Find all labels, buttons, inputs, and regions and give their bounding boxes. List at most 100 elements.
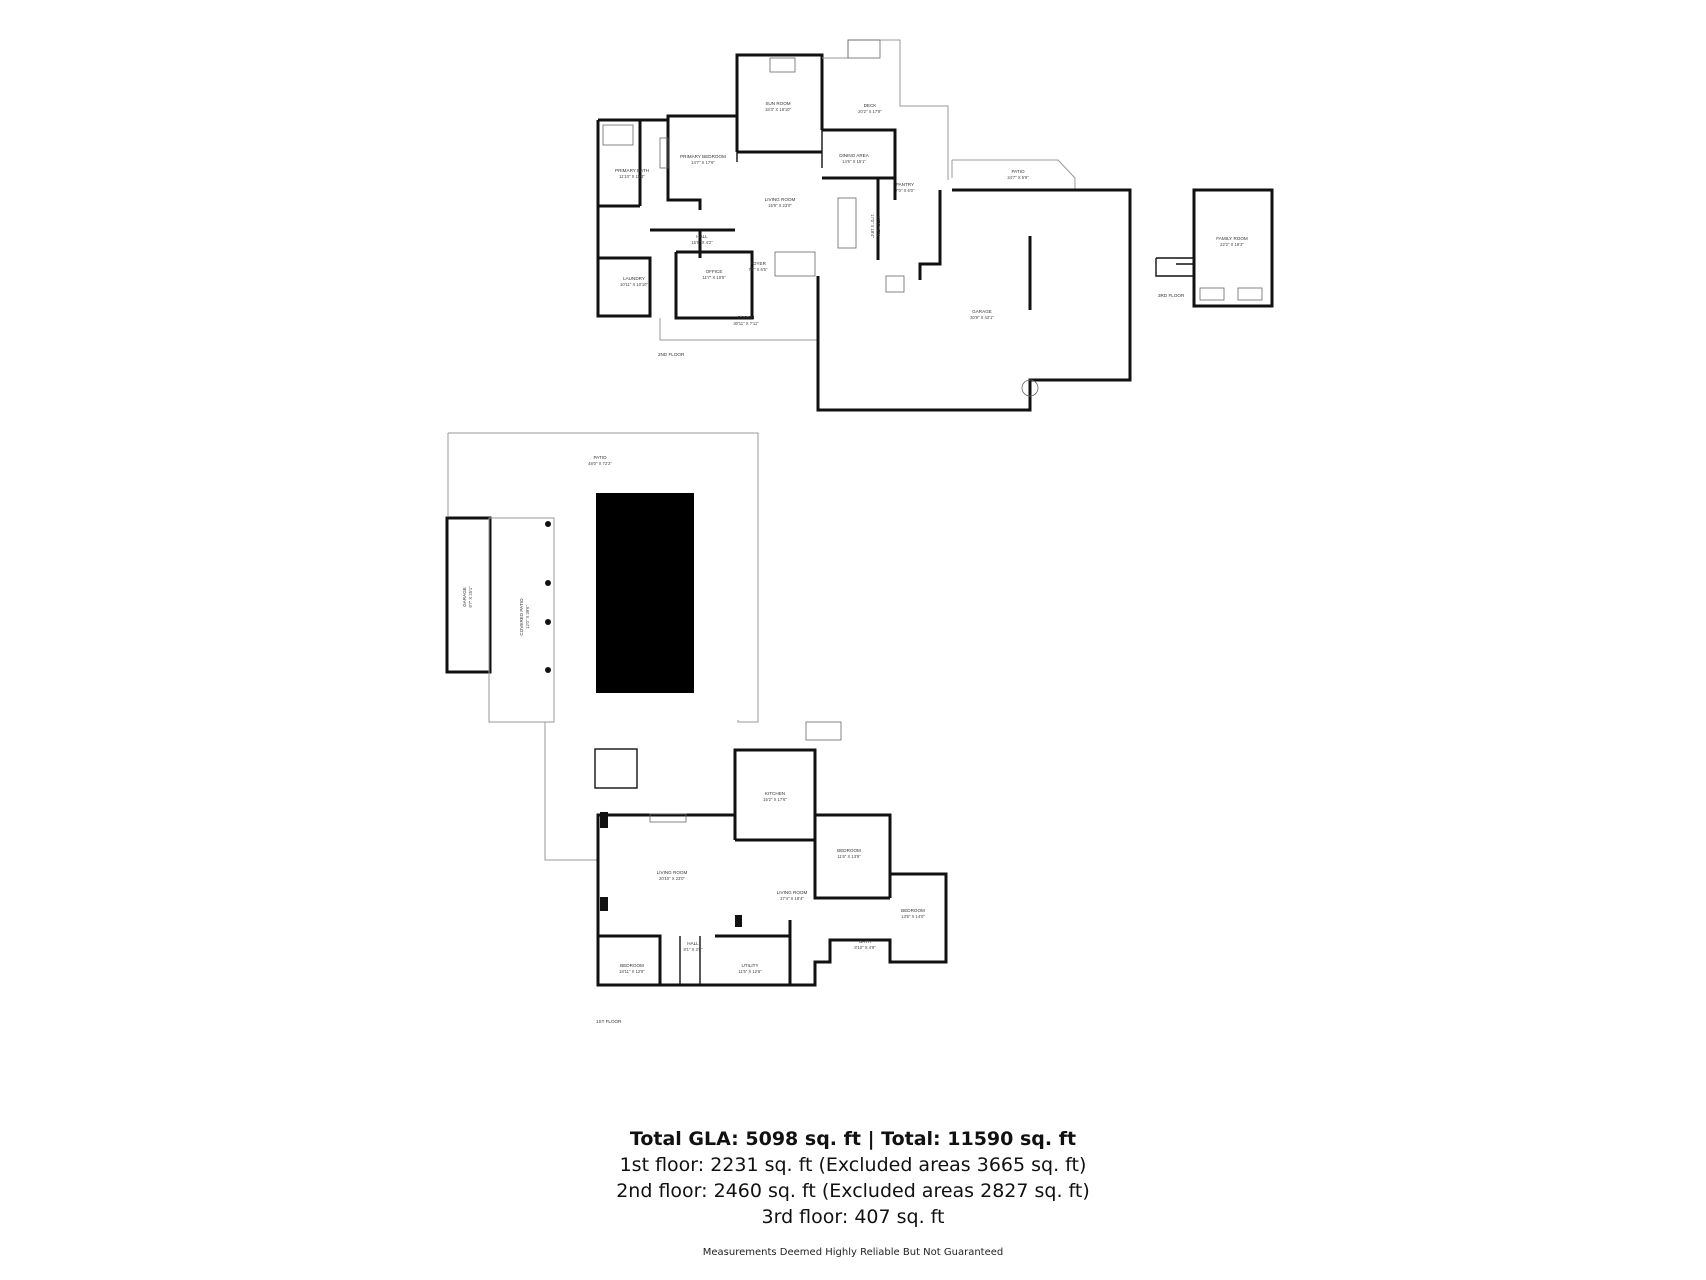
room-dim: 11'6" X 13'9": [837, 854, 861, 859]
room-dim: 7'0" X 6'0": [895, 188, 915, 193]
column-icon-2: [600, 897, 608, 911]
room-dim: 15'2" X 17'6": [763, 797, 787, 802]
hot-tub-outline: [594, 748, 638, 789]
patio-outline: [951, 159, 1076, 190]
room-label: HALL: [696, 234, 708, 239]
window-seat-icon-2: [1237, 287, 1263, 301]
covered-patio-outline: [488, 517, 555, 723]
column-icon: [600, 812, 608, 828]
family-room-walls: [1192, 188, 1274, 308]
disclaimer: Measurements Deemed Highly Reliable But …: [702, 1247, 1004, 1258]
third-floor-stairs: [1155, 257, 1195, 290]
room-label: FOYER: [750, 261, 767, 266]
room-dim: 17'0" X 18'4": [870, 214, 875, 238]
room-dim: 11'7" X 10'5": [702, 275, 726, 280]
fireplace-icon-2: [649, 813, 687, 823]
kitchen-1-walls: [733, 750, 815, 842]
bedroom-a-walls: [813, 815, 892, 900]
room-dim: 48'0" X 72'2": [588, 461, 612, 466]
pool: [596, 493, 694, 693]
room-label: GARAGE: [972, 309, 992, 314]
room-label: BEDROOM: [901, 908, 925, 913]
room-dim: 20'10" X 23'0": [659, 876, 686, 881]
column-icon-3: [735, 915, 742, 927]
fireplace-icon: [769, 57, 796, 73]
vanity-icon: [659, 137, 669, 169]
room-label: BEDROOM: [837, 848, 861, 853]
pool-garage-walls: [445, 516, 492, 674]
room-dim: 24'7" X 5'9": [1007, 175, 1029, 180]
room-dim: 8'10" X 4'9": [854, 945, 876, 950]
room-dim: 12'0" X 39'6": [525, 605, 530, 629]
room-dim: 27'4" X 18'4": [780, 896, 804, 901]
post-icon-2: [545, 580, 551, 586]
floor-tag-second: 2ND FLOOR: [658, 352, 685, 357]
total-area-summary: Total GLA: 5098 sq. ft | Total: 11590 sq…: [629, 1128, 1077, 1150]
second-floor-plan: [596, 39, 1132, 412]
post-icon-4: [545, 667, 551, 673]
room-dim: 14'5" X 15'1": [842, 159, 866, 164]
room-label: PRIMARY BEDROOM: [680, 154, 726, 159]
room-dim: 13'6" X 14'0": [901, 914, 925, 919]
room-dim: 9'7" X 25'1": [468, 586, 473, 608]
floor-tag-first: 1ST FLOOR: [596, 1019, 622, 1024]
room-label: PANTRY: [896, 182, 914, 187]
room-label: COVERED PATIO: [519, 598, 524, 636]
room-dim: 10'11" X 10'10": [620, 282, 649, 287]
deck-stairs-icon: [847, 39, 881, 59]
primary-bath-walls: [598, 120, 642, 208]
living-dining-divider: [736, 130, 823, 168]
floor-tag-third: 3RD FLOOR: [1158, 293, 1185, 298]
room-label: HALL: [687, 941, 699, 946]
pool-patio-outline: [447, 432, 759, 861]
sun-room-walls: [735, 53, 824, 154]
third-floor-plan: [1155, 188, 1274, 308]
bedroom-c-walls: [598, 934, 662, 985]
garage-door-swing-icon: [1021, 379, 1039, 397]
room-dim: 30'8" X 42'1": [970, 315, 994, 320]
room-dim: 20'2" X 17'8": [858, 109, 882, 114]
first-floor-plan: [445, 432, 948, 987]
room-dim: 15'9" X 23'0": [768, 203, 792, 208]
room-label: FAMILY ROOM: [1216, 236, 1248, 241]
third-floor-area: 3rd floor: 407 sq. ft: [761, 1206, 945, 1228]
room-label: BEDROOM: [620, 963, 644, 968]
room-label: LIVING ROOM: [777, 890, 808, 895]
room-label: DECK: [864, 103, 878, 108]
deck-outline: [822, 39, 949, 180]
kitchen-island-icon: [837, 197, 857, 249]
utility-walls: [715, 920, 792, 985]
bathtub-icon: [602, 124, 634, 146]
laundry-walls: [598, 228, 735, 316]
room-label: GARAGE: [462, 587, 467, 607]
room-label: LIVING ROOM: [765, 197, 796, 202]
patio-stairs-icon: [805, 721, 842, 741]
room-label: KITCHEN: [876, 216, 881, 236]
room-label: KITCHEN: [765, 791, 785, 796]
garage-steps-icon: [885, 275, 905, 293]
post-icon: [545, 521, 551, 527]
hall-walls: [679, 936, 701, 985]
first-floor-area: 1st floor: 2231 sq. ft (Excluded areas 3…: [619, 1154, 1087, 1176]
room-label: SUN ROOM: [765, 101, 790, 106]
main-living-walls: [822, 128, 942, 280]
room-dim: 11'10" X 15'3": [619, 174, 645, 179]
primary-wing-walls: [596, 114, 737, 318]
room-dim: 18'11" X 12'6": [619, 969, 645, 974]
room-labels: SUN ROOM 15'3" X 18'10" DECK 20'2" X 17'…: [462, 101, 1248, 1024]
basement-walls: [596, 748, 948, 987]
room-label: UTILITY: [741, 963, 758, 968]
garage-walls: [816, 188, 1132, 412]
room-label: DINING AREA: [839, 153, 870, 158]
room-label: PRIMARY BATH: [615, 168, 649, 173]
room-dim: 8'1" X 3'6": [683, 947, 703, 952]
window-seat-icon: [1199, 287, 1225, 301]
post-icon-3: [545, 619, 551, 625]
room-label: LIVING ROOM: [657, 870, 688, 875]
porch-outline: [659, 276, 819, 341]
room-dim: 15'3" X 18'10": [765, 107, 792, 112]
room-label: BATH: [859, 939, 871, 944]
room-dim: 7'3" X 6'5": [748, 267, 768, 272]
room-label: LAUNDRY: [623, 276, 645, 281]
